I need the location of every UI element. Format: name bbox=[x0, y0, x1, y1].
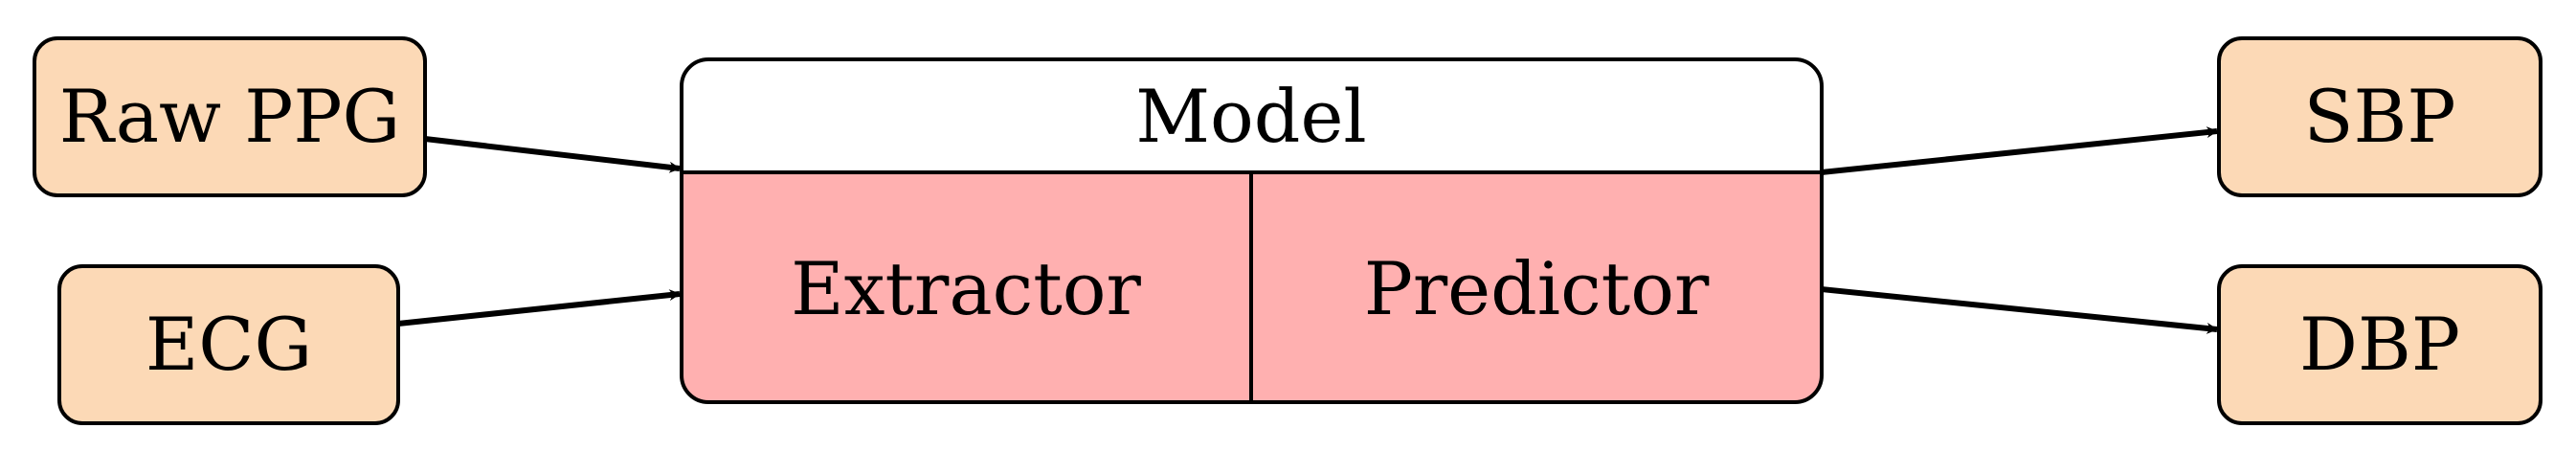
model-title: Model bbox=[1135, 74, 1367, 159]
model-block: Model Extractor Predictor bbox=[680, 57, 1824, 404]
edge-ecg-to-model bbox=[397, 289, 682, 327]
edge-model-to-sbp bbox=[1821, 126, 2219, 175]
ecg-box bbox=[57, 264, 400, 425]
dbp-node: DBP bbox=[2217, 264, 2542, 425]
sbp-label: SBP bbox=[2303, 74, 2455, 159]
predictor-label: Predictor bbox=[1364, 246, 1710, 331]
dbp-box bbox=[2217, 264, 2542, 425]
extractor-label: Extractor bbox=[791, 246, 1141, 331]
model-header-fill bbox=[682, 59, 1822, 172]
raw-ppg-node: Raw PPG bbox=[33, 36, 427, 197]
ecg-node: ECG bbox=[57, 264, 400, 425]
dbp-label: DBP bbox=[2299, 302, 2460, 387]
edge-raw-ppg-to-model bbox=[424, 136, 682, 173]
edge-model-to-dbp bbox=[1821, 286, 2219, 334]
sbp-box bbox=[2217, 36, 2542, 197]
ecg-label: ECG bbox=[146, 302, 312, 387]
sbp-node: SBP bbox=[2217, 36, 2542, 197]
raw-ppg-box bbox=[33, 36, 427, 197]
raw-ppg-label: Raw PPG bbox=[59, 74, 400, 159]
